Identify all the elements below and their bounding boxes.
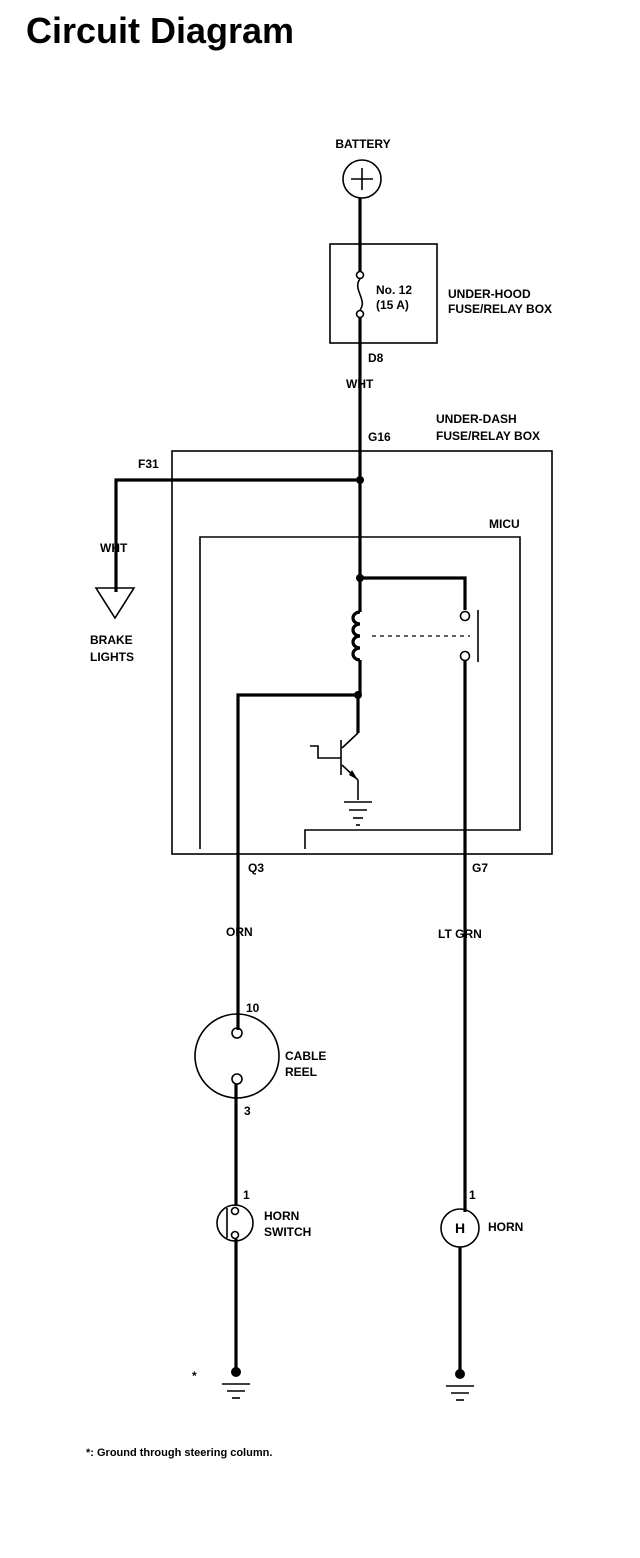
ground-symbol-horn (446, 1385, 474, 1401)
wire-to-relay-contact (360, 576, 467, 610)
horn-switch-symbol (216, 1204, 254, 1242)
horn-pin-1: 1 (469, 1188, 476, 1202)
underhood-box-label-line1: UNDER-HOOD (448, 287, 531, 301)
ground-point-switch (231, 1367, 241, 1377)
ground-symbol-steering-column (222, 1383, 250, 1399)
relay-coil (351, 610, 361, 662)
fuse-number-label: No. 12 (376, 283, 412, 297)
transistor-symbol (310, 695, 360, 800)
terminal-f31: F31 (138, 457, 159, 471)
fuse-rating-label: (15 A) (376, 298, 409, 312)
ground-footnote-marker: * (192, 1369, 197, 1383)
battery-label: BATTERY (335, 137, 390, 151)
brake-lights-arrow (94, 587, 136, 620)
wire-q3-to-cable-reel (236, 693, 358, 1030)
wire-color-wht-battery: WHT (346, 377, 374, 391)
terminal-g16: G16 (368, 430, 391, 444)
cable-reel-terminal-bottom (231, 1073, 243, 1085)
page-title: Circuit Diagram (26, 10, 294, 51)
terminal-g7: G7 (472, 861, 488, 875)
underdash-box-label-line2: FUSE/RELAY BOX (436, 429, 540, 443)
wire-color-wht-brake: WHT (100, 541, 128, 555)
fuse-no-12 (355, 270, 365, 319)
brake-lights-label-line2: LIGHTS (90, 650, 134, 664)
horn-label: HORN (488, 1220, 523, 1234)
wire-f31-to-brake-lights (114, 478, 360, 592)
underhood-fuse-relay-box (329, 243, 438, 344)
ground-symbol-internal (344, 801, 372, 826)
wire-color-lt-grn: LT GRN (438, 927, 482, 941)
terminal-d8: D8 (368, 351, 384, 365)
horn-switch-label-line2: SWITCH (264, 1225, 311, 1239)
ground-point-horn (455, 1369, 465, 1379)
micu-box (199, 536, 521, 849)
cable-reel-pin-10: 10 (246, 1001, 260, 1015)
cable-reel-label-line1: CABLE (285, 1049, 326, 1063)
cable-reel-label-line2: REEL (285, 1065, 317, 1079)
cable-reel-terminal-top (231, 1027, 243, 1039)
micu-label: MICU (489, 517, 520, 531)
underdash-fuse-relay-box (171, 450, 553, 855)
terminal-q3: Q3 (248, 861, 264, 875)
footnote-text: *: Ground through steering column. (86, 1447, 272, 1459)
wire-color-orn: ORN (226, 925, 253, 939)
horn-symbol-letter: H (455, 1220, 465, 1236)
horn-switch-pin-1: 1 (243, 1188, 250, 1202)
cable-reel-pin-3: 3 (244, 1104, 251, 1118)
underdash-box-label-line1: UNDER-DASH (436, 412, 517, 426)
horn-switch-label-line1: HORN (264, 1209, 299, 1223)
underhood-box-label-line2: FUSE/RELAY BOX (448, 302, 552, 316)
brake-lights-label-line1: BRAKE (90, 633, 133, 647)
battery-symbol (342, 159, 382, 199)
